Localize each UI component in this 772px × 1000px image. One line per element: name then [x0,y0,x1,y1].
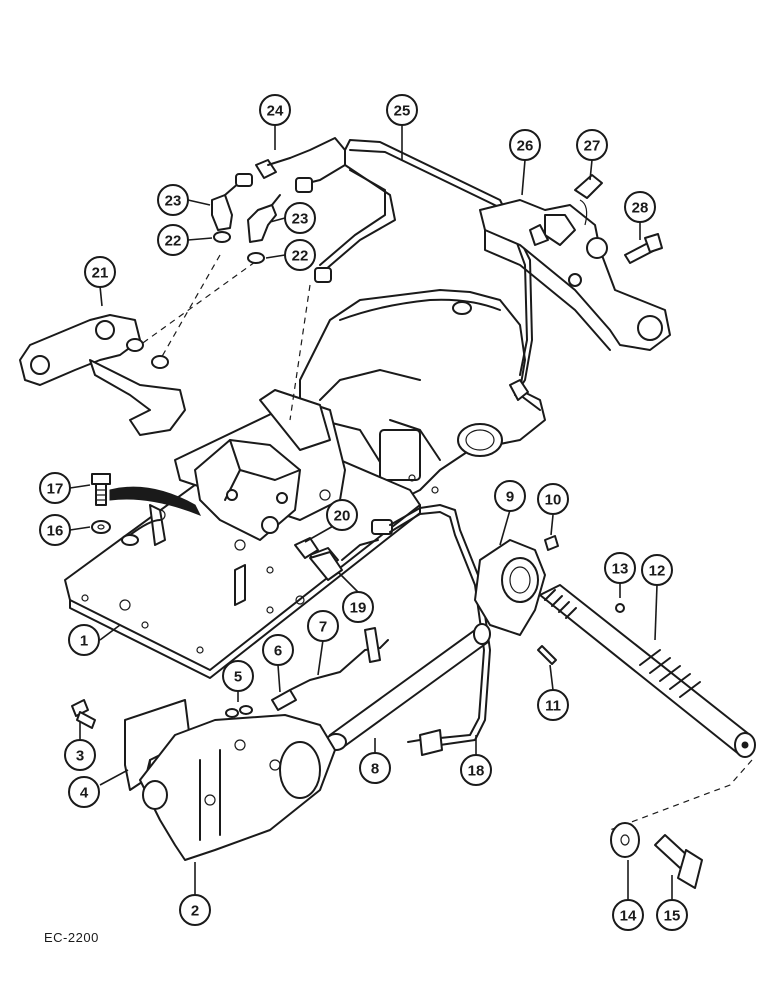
callout-11: 11 [537,689,569,721]
elbow-19 [309,519,393,581]
callout-3: 3 [64,739,96,771]
bolt-15 [654,834,703,889]
callout-24: 24 [259,94,291,126]
svg-text:3: 3 [76,748,84,765]
washer-16 [91,520,111,534]
lift-housing [299,289,546,501]
svg-text:21: 21 [92,265,109,282]
washer-14 [610,822,640,858]
svg-text:1: 1 [80,633,88,650]
rod-7 [289,627,389,691]
callout-15: 15 [656,899,688,931]
leader-lines [69,125,673,900]
callout-17: 17 [39,472,71,504]
svg-text:26: 26 [517,138,534,155]
callout-23-right: 23 [284,202,316,234]
drawing-code: EC-2200 [44,930,99,945]
callout-7: 7 [307,610,339,642]
cylinder-2 [139,714,336,861]
svg-text:13: 13 [612,561,629,578]
coupler-9 [474,539,546,636]
pin-27 [574,174,603,226]
key-11 [537,645,557,665]
callout-22-right: 22 [284,239,316,271]
svg-text:4: 4 [80,785,89,802]
callout-8: 8 [359,752,391,784]
callout-27: 27 [576,129,608,161]
fittings-22-23-24 [211,157,291,264]
callout-2: 2 [179,894,211,926]
callout-6: 6 [262,634,294,666]
callout-28: 28 [624,191,656,223]
callout-14: 14 [612,899,644,931]
callout-10: 10 [537,483,569,515]
svg-text:10: 10 [545,492,562,509]
callout-26: 26 [509,129,541,161]
callout-23-left: 23 [157,184,189,216]
callout-13: 13 [604,552,636,584]
svg-text:15: 15 [664,908,681,925]
ball-13 [615,603,625,613]
svg-text:27: 27 [584,138,601,155]
bolt-3 [71,699,96,729]
svg-text:17: 17 [47,481,64,498]
callout-16: 16 [39,514,71,546]
callout-4: 4 [68,776,100,808]
svg-text:7: 7 [319,619,327,636]
control-valve [109,439,301,541]
svg-text:23: 23 [165,193,182,210]
svg-text:22: 22 [292,248,309,265]
svg-text:20: 20 [334,508,351,525]
svg-text:23: 23 [292,211,309,228]
callout-21: 21 [84,256,116,288]
fitting-6 [271,689,297,711]
svg-text:11: 11 [545,698,561,715]
svg-text:2: 2 [191,903,199,920]
svg-text:24: 24 [267,103,284,120]
svg-text:6: 6 [274,643,282,660]
lift-arm-bracket [19,254,256,436]
lift-rod-8 [325,623,491,751]
bolt-17 [91,473,111,506]
svg-text:5: 5 [234,669,242,686]
rear-bracket [479,199,671,351]
svg-text:8: 8 [371,761,379,778]
set-screw-10 [544,535,559,551]
callout-25: 25 [386,94,418,126]
callout-19: 19 [342,591,374,623]
callout-22-left: 22 [157,224,189,256]
callout-12: 12 [641,554,673,586]
callout-20: 20 [326,499,358,531]
svg-text:22: 22 [165,233,182,250]
bolt-28 [624,233,663,264]
svg-text:14: 14 [620,908,637,925]
splined-shaft-12 [539,584,756,841]
pipe-18 [389,504,491,756]
svg-text:18: 18 [468,763,485,780]
svg-text:28: 28 [632,200,649,217]
svg-text:25: 25 [394,103,411,120]
svg-text:19: 19 [350,600,367,617]
callout-9: 9 [494,480,526,512]
callout-5: 5 [222,660,254,692]
callout-18: 18 [460,754,492,786]
svg-text:16: 16 [47,523,64,540]
seals-5 [225,705,253,718]
svg-text:9: 9 [506,489,514,506]
svg-text:12: 12 [649,563,666,580]
callout-1: 1 [68,624,100,656]
